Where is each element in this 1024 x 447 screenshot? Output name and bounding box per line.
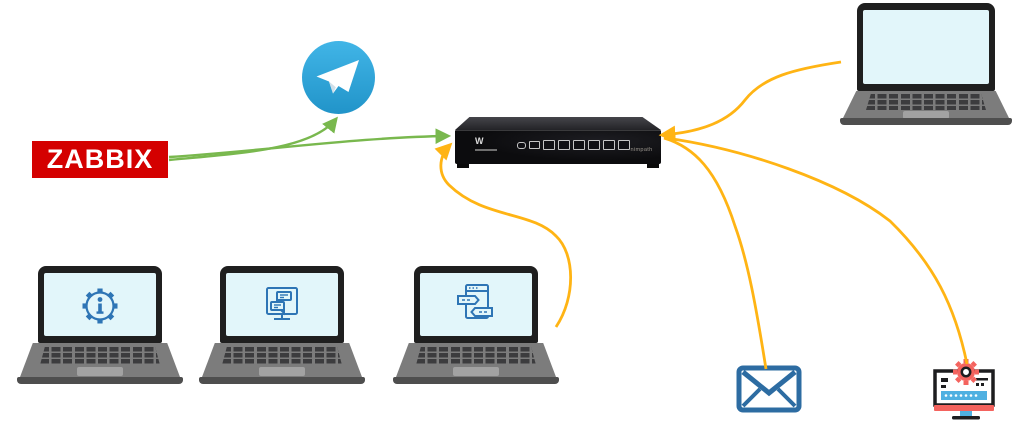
appliance-logo-letter: W [475, 136, 484, 146]
arrow-envelope-to-appliance [663, 136, 768, 370]
laptop-top-right-display [863, 10, 989, 84]
zabbix-label: ZABBIX [46, 144, 154, 174]
gear-info-icon [82, 288, 118, 323]
laptop-3-screen [414, 266, 538, 343]
appliance-logo-subline [475, 149, 497, 151]
mail-envelope-icon [736, 365, 802, 418]
appliance-brand-text: nimpath [630, 145, 653, 153]
laptop-1-foot [17, 377, 183, 384]
laptop-2-touchpad [259, 367, 305, 376]
ethernet-port [558, 140, 570, 150]
laptop-3-display [420, 273, 532, 336]
arrow-zabbix-to-telegram [168, 116, 338, 162]
telegram-icon [302, 41, 375, 114]
ethernet-port [543, 140, 555, 150]
ethernet-port [603, 140, 615, 150]
mail-envelope-svg [736, 365, 802, 413]
laptop-3-foot [393, 377, 559, 384]
laptop-2-display [226, 273, 338, 336]
ethernet-port [573, 140, 585, 150]
laptop-1-display [44, 273, 156, 336]
arrow-laptop-top-right-to-appliance [658, 60, 842, 143]
laptop-top-right [840, 3, 1012, 125]
ethernet-port [588, 140, 600, 150]
laptop-top-right-touchpad [903, 111, 949, 119]
laptop-top-right-foot [840, 118, 1012, 125]
appliance-logo: W [475, 137, 497, 151]
appliance-front-panel: W nimpath [455, 130, 661, 168]
console-port [517, 141, 526, 149]
monitor-settings-gear-svg [933, 359, 995, 420]
laptop-1-keyboard [40, 347, 160, 365]
ethernet-port [618, 140, 630, 150]
appliance-port-row [517, 140, 630, 150]
telegram-paper-plane-icon [302, 41, 375, 114]
laptop-3-keyboard [416, 347, 536, 365]
laptop-top-right-screen [857, 3, 995, 91]
laptop-2-keyboard [222, 347, 342, 365]
window-workflow-tags-icon [457, 283, 493, 319]
arrow-zabbix-to-appliance [168, 128, 452, 159]
laptop-1-touchpad [77, 367, 123, 376]
laptop-2-foot [199, 377, 365, 384]
chat-messages-monitor-icon [266, 286, 298, 320]
zabbix-logo: ZABBIX [32, 141, 168, 178]
arrow-monitor-gear-to-appliance [665, 136, 969, 365]
usb-port [529, 141, 540, 149]
laptop-1-screen [38, 266, 162, 343]
laptop-2-screen [220, 266, 344, 343]
network-appliance: W nimpath [452, 114, 662, 172]
laptop-top-right-keyboard [866, 94, 986, 110]
laptop-2 [199, 266, 365, 384]
appliance-top-face [455, 117, 661, 130]
laptop-3 [393, 266, 559, 384]
laptop-3-touchpad [453, 367, 499, 376]
monitor-settings-gear-icon [932, 358, 1000, 425]
laptop-1 [17, 266, 183, 384]
